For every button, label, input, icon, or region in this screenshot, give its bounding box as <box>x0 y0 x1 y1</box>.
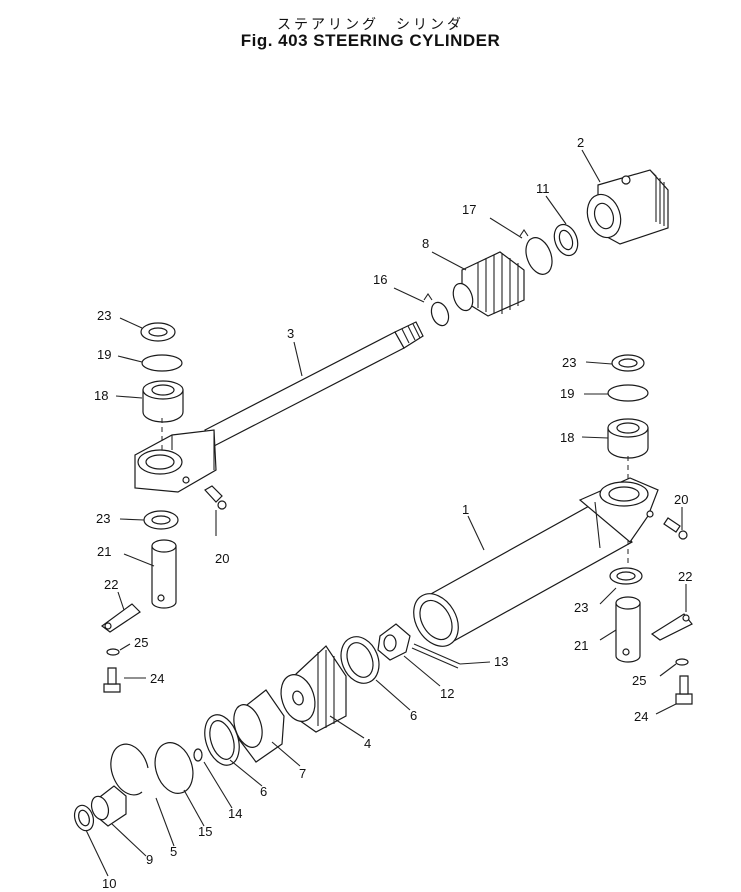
part-23-bushing-right-bottom[interactable] <box>609 567 643 585</box>
callout-18-left: 18 <box>94 388 108 403</box>
callout-19-right: 19 <box>560 386 574 401</box>
part-19-snap-ring-left[interactable] <box>141 354 183 372</box>
callout-2: 2 <box>577 135 584 150</box>
callout-24-right: 24 <box>634 709 648 724</box>
callout-16: 16 <box>373 272 387 287</box>
callout-7: 7 <box>299 766 306 781</box>
part-3-piston-rod[interactable] <box>134 321 424 493</box>
part-15-backup-ring[interactable] <box>149 738 199 799</box>
callout-5: 5 <box>170 844 177 859</box>
callout-20-right: 20 <box>674 492 688 507</box>
callout-6-upper: 6 <box>410 708 417 723</box>
callout-labels: 2 11 17 8 16 3 23 19 18 23 20 21 22 25 2… <box>94 135 692 891</box>
callout-1: 1 <box>462 502 469 517</box>
callout-12: 12 <box>440 686 454 701</box>
part-25-washer-left[interactable] <box>106 648 120 656</box>
callout-22-left: 22 <box>104 577 118 592</box>
callout-8: 8 <box>422 236 429 251</box>
figure-title-japanese: ステアリング シリンダ <box>277 17 464 33</box>
part-8-gland[interactable] <box>450 251 525 317</box>
callout-22-right: 22 <box>678 569 692 584</box>
part-12-nut[interactable] <box>377 623 411 661</box>
part-23-bushing-left-top[interactable] <box>140 322 176 342</box>
part-7-wear-ring[interactable] <box>229 689 285 763</box>
callout-9: 9 <box>146 852 153 867</box>
callout-14: 14 <box>228 806 242 821</box>
callout-25-left: 25 <box>134 635 148 650</box>
part-5-snap-ring[interactable] <box>110 743 149 796</box>
part-24-bolt-right[interactable] <box>675 675 693 705</box>
callout-18-right: 18 <box>560 430 574 445</box>
part-22-lock-plate-right[interactable] <box>650 613 693 641</box>
part-4-piston[interactable] <box>275 645 347 733</box>
part-9-bushing[interactable] <box>89 785 127 827</box>
callout-25-right: 25 <box>632 673 646 688</box>
part-20-grease-fitting-right[interactable] <box>663 517 688 540</box>
part-18-bearing-left[interactable] <box>142 380 184 423</box>
callout-13: 13 <box>494 654 508 669</box>
part-20-grease-fitting-left[interactable] <box>204 485 227 510</box>
callout-17: 17 <box>462 202 476 217</box>
part-25-washer-right[interactable] <box>675 658 689 666</box>
callout-10: 10 <box>102 876 116 891</box>
part-6-seal-upper[interactable] <box>334 631 385 689</box>
callout-21-right: 21 <box>574 638 588 653</box>
part-22-lock-plate-left[interactable] <box>100 603 141 633</box>
part-18-bearing-right[interactable] <box>607 418 649 459</box>
part-24-bolt-left[interactable] <box>103 667 121 693</box>
part-11-seal[interactable] <box>550 221 582 259</box>
part-14-o-ring[interactable] <box>193 748 203 762</box>
figure-title: Fig. 403 STEERING CYLINDER <box>240 31 501 50</box>
part-2-cylinder-head[interactable] <box>582 169 669 245</box>
part-6-seal-lower[interactable] <box>199 710 246 769</box>
callout-6-lower: 6 <box>260 784 267 799</box>
callout-20-left: 20 <box>215 551 229 566</box>
callout-19-left: 19 <box>97 347 111 362</box>
callout-4: 4 <box>364 736 371 751</box>
part-13-cotter-pin[interactable] <box>411 643 461 669</box>
part-10-seal[interactable] <box>71 803 96 833</box>
leader-lines <box>85 149 687 877</box>
callout-24-left: 24 <box>150 671 164 686</box>
part-21-pin-left[interactable] <box>151 539 177 609</box>
part-23-bushing-left-bottom[interactable] <box>143 510 179 530</box>
part-21-pin-right[interactable] <box>615 596 641 663</box>
part-1-cylinder-tube[interactable] <box>405 477 659 654</box>
part-16-snap-ring[interactable] <box>423 293 452 328</box>
part-23-bushing-right-top[interactable] <box>611 354 645 372</box>
callout-23-right-bottom: 23 <box>574 600 588 615</box>
callout-23-left-bottom: 23 <box>96 511 110 526</box>
callout-11: 11 <box>536 181 550 196</box>
callout-21-left: 21 <box>97 544 111 559</box>
callout-23-right-top: 23 <box>562 355 576 370</box>
callout-23-left-top: 23 <box>97 308 111 323</box>
part-17-ring[interactable] <box>519 229 557 278</box>
part-19-snap-ring-right[interactable] <box>607 384 649 402</box>
callout-15: 15 <box>198 824 212 839</box>
callout-3: 3 <box>287 326 294 341</box>
